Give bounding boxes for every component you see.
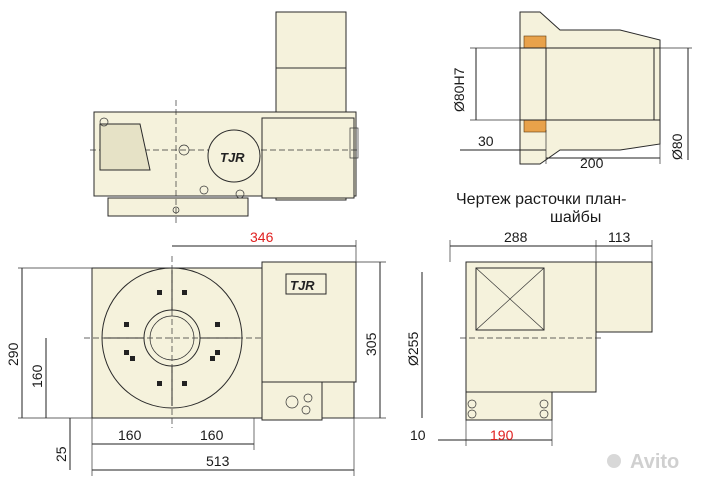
dim-200: 200 xyxy=(580,155,604,171)
front-dimensions xyxy=(18,240,386,476)
dim-288: 288 xyxy=(504,229,528,245)
bore-section xyxy=(519,11,661,165)
dim-80: Ø80 xyxy=(669,133,685,160)
hatch-top xyxy=(523,35,547,49)
dim-113: 113 xyxy=(608,229,631,245)
watermark-icon xyxy=(607,454,621,468)
dim-80h7: Ø80H7 xyxy=(451,67,467,112)
dim-160-b: 160 xyxy=(200,427,224,443)
caption-line1: Чертеж расточки план- xyxy=(456,191,626,208)
gear-housing xyxy=(261,117,355,199)
motor-housing-upper xyxy=(275,11,347,69)
caption-line2: шайбы xyxy=(550,209,601,226)
dim-346: 346 xyxy=(250,229,274,245)
logo-text-top: TJR xyxy=(220,150,245,165)
dim-25: 25 xyxy=(53,446,69,462)
side-dimensions xyxy=(421,240,653,446)
drive-box xyxy=(261,381,323,421)
dim-190: 190 xyxy=(490,427,514,443)
side-motor xyxy=(595,261,653,333)
side-base xyxy=(465,391,553,421)
dim-513: 513 xyxy=(206,453,230,469)
logo-disc xyxy=(207,129,261,183)
front-view: TJR xyxy=(84,256,357,428)
dim-290: 290 xyxy=(5,342,21,366)
bore-detail xyxy=(460,11,692,165)
top-view: TJR xyxy=(90,11,360,226)
side-view xyxy=(460,261,653,421)
base-rail xyxy=(107,197,249,217)
dim-160-vertical: 160 xyxy=(29,364,45,388)
dim-30: 30 xyxy=(478,133,494,149)
logo-text-front: TJR xyxy=(290,278,315,293)
hatch-bottom xyxy=(523,119,547,133)
dim-305: 305 xyxy=(363,332,379,356)
dim-10: 10 xyxy=(410,427,426,443)
dim-160-a: 160 xyxy=(118,427,142,443)
watermark-text: Avito xyxy=(630,451,679,473)
dim-255: Ø255 xyxy=(405,332,421,366)
